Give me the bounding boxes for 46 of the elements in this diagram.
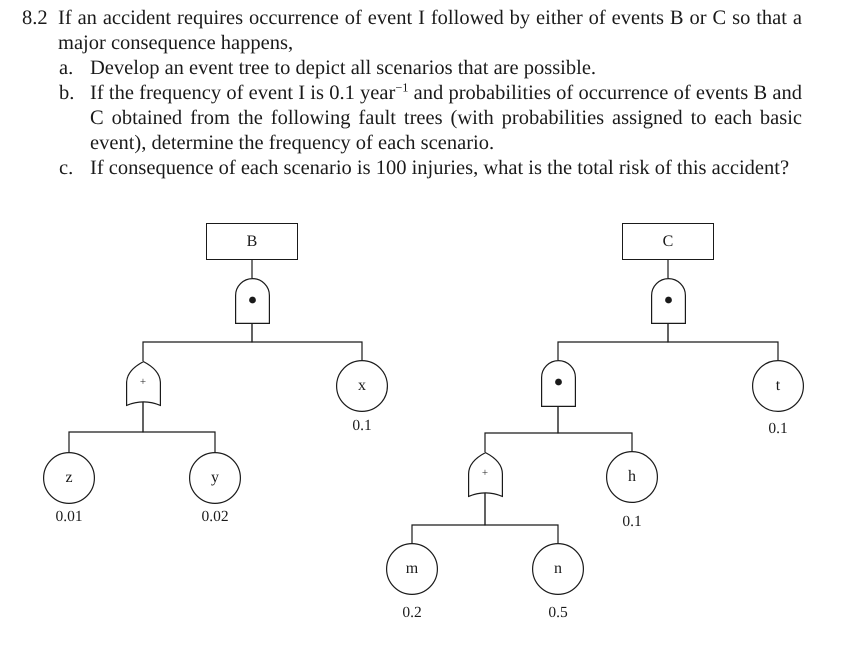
event-label: m xyxy=(406,560,418,578)
item-marker: b. xyxy=(59,80,74,106)
connector-line xyxy=(557,407,633,451)
basic-event-circle xyxy=(43,452,95,504)
event-label: C xyxy=(662,232,674,250)
connector-line xyxy=(251,324,363,360)
item-marker: c. xyxy=(59,156,74,180)
event-label: x xyxy=(358,377,366,395)
basic-event-circle xyxy=(532,543,584,595)
question-text: If the frequency of event I is 0.1 year$^{−1}$ and probabilities of occurrence of events B and C obtained from the following fault trees (with probabilities assigned to each basic event), determine the frequency of each scenario. xyxy=(90,80,802,156)
probability-label: 0.5 xyxy=(548,604,568,621)
event-label: B xyxy=(246,232,258,250)
question-text: Develop an event tree to depict all scenarios that are possible. xyxy=(90,56,598,80)
probability-label: 0.02 xyxy=(201,508,229,525)
event-label: t xyxy=(776,377,780,395)
probability-label: 0.1 xyxy=(768,420,788,437)
question-number: 8.2 xyxy=(22,6,48,30)
probability-label: 0.2 xyxy=(402,604,422,621)
item-marker: a. xyxy=(59,56,74,80)
and-gate xyxy=(650,278,686,324)
connector-line xyxy=(251,260,253,278)
basic-event-circle xyxy=(189,452,241,504)
or-gate xyxy=(126,361,160,406)
probability-label: 0.1 xyxy=(352,417,372,434)
and-gate xyxy=(234,278,270,324)
connector-line xyxy=(667,260,669,278)
basic-event-circle xyxy=(386,543,438,595)
basic-event-circle xyxy=(606,451,658,503)
gate-symbol: + xyxy=(482,468,488,479)
basic-event-circle xyxy=(752,360,804,412)
or-gate xyxy=(468,452,502,497)
question-text: If consequence of each scenario is 100 injuries, what is the total risk of this accident? xyxy=(90,156,790,180)
basic-event-circle xyxy=(336,360,388,412)
event-label: h xyxy=(628,468,636,486)
connector-line xyxy=(142,402,216,452)
probability-label: 0.01 xyxy=(55,508,83,525)
gate-symbol: + xyxy=(140,377,146,388)
event-label: n xyxy=(554,560,562,578)
and-gate xyxy=(540,360,576,407)
event-box xyxy=(622,223,714,260)
event-label: y xyxy=(211,469,219,487)
event-label: z xyxy=(65,469,73,487)
probability-label: 0.1 xyxy=(622,513,642,530)
connector-line xyxy=(667,324,779,360)
connector-line xyxy=(484,493,559,543)
event-box xyxy=(206,223,298,260)
